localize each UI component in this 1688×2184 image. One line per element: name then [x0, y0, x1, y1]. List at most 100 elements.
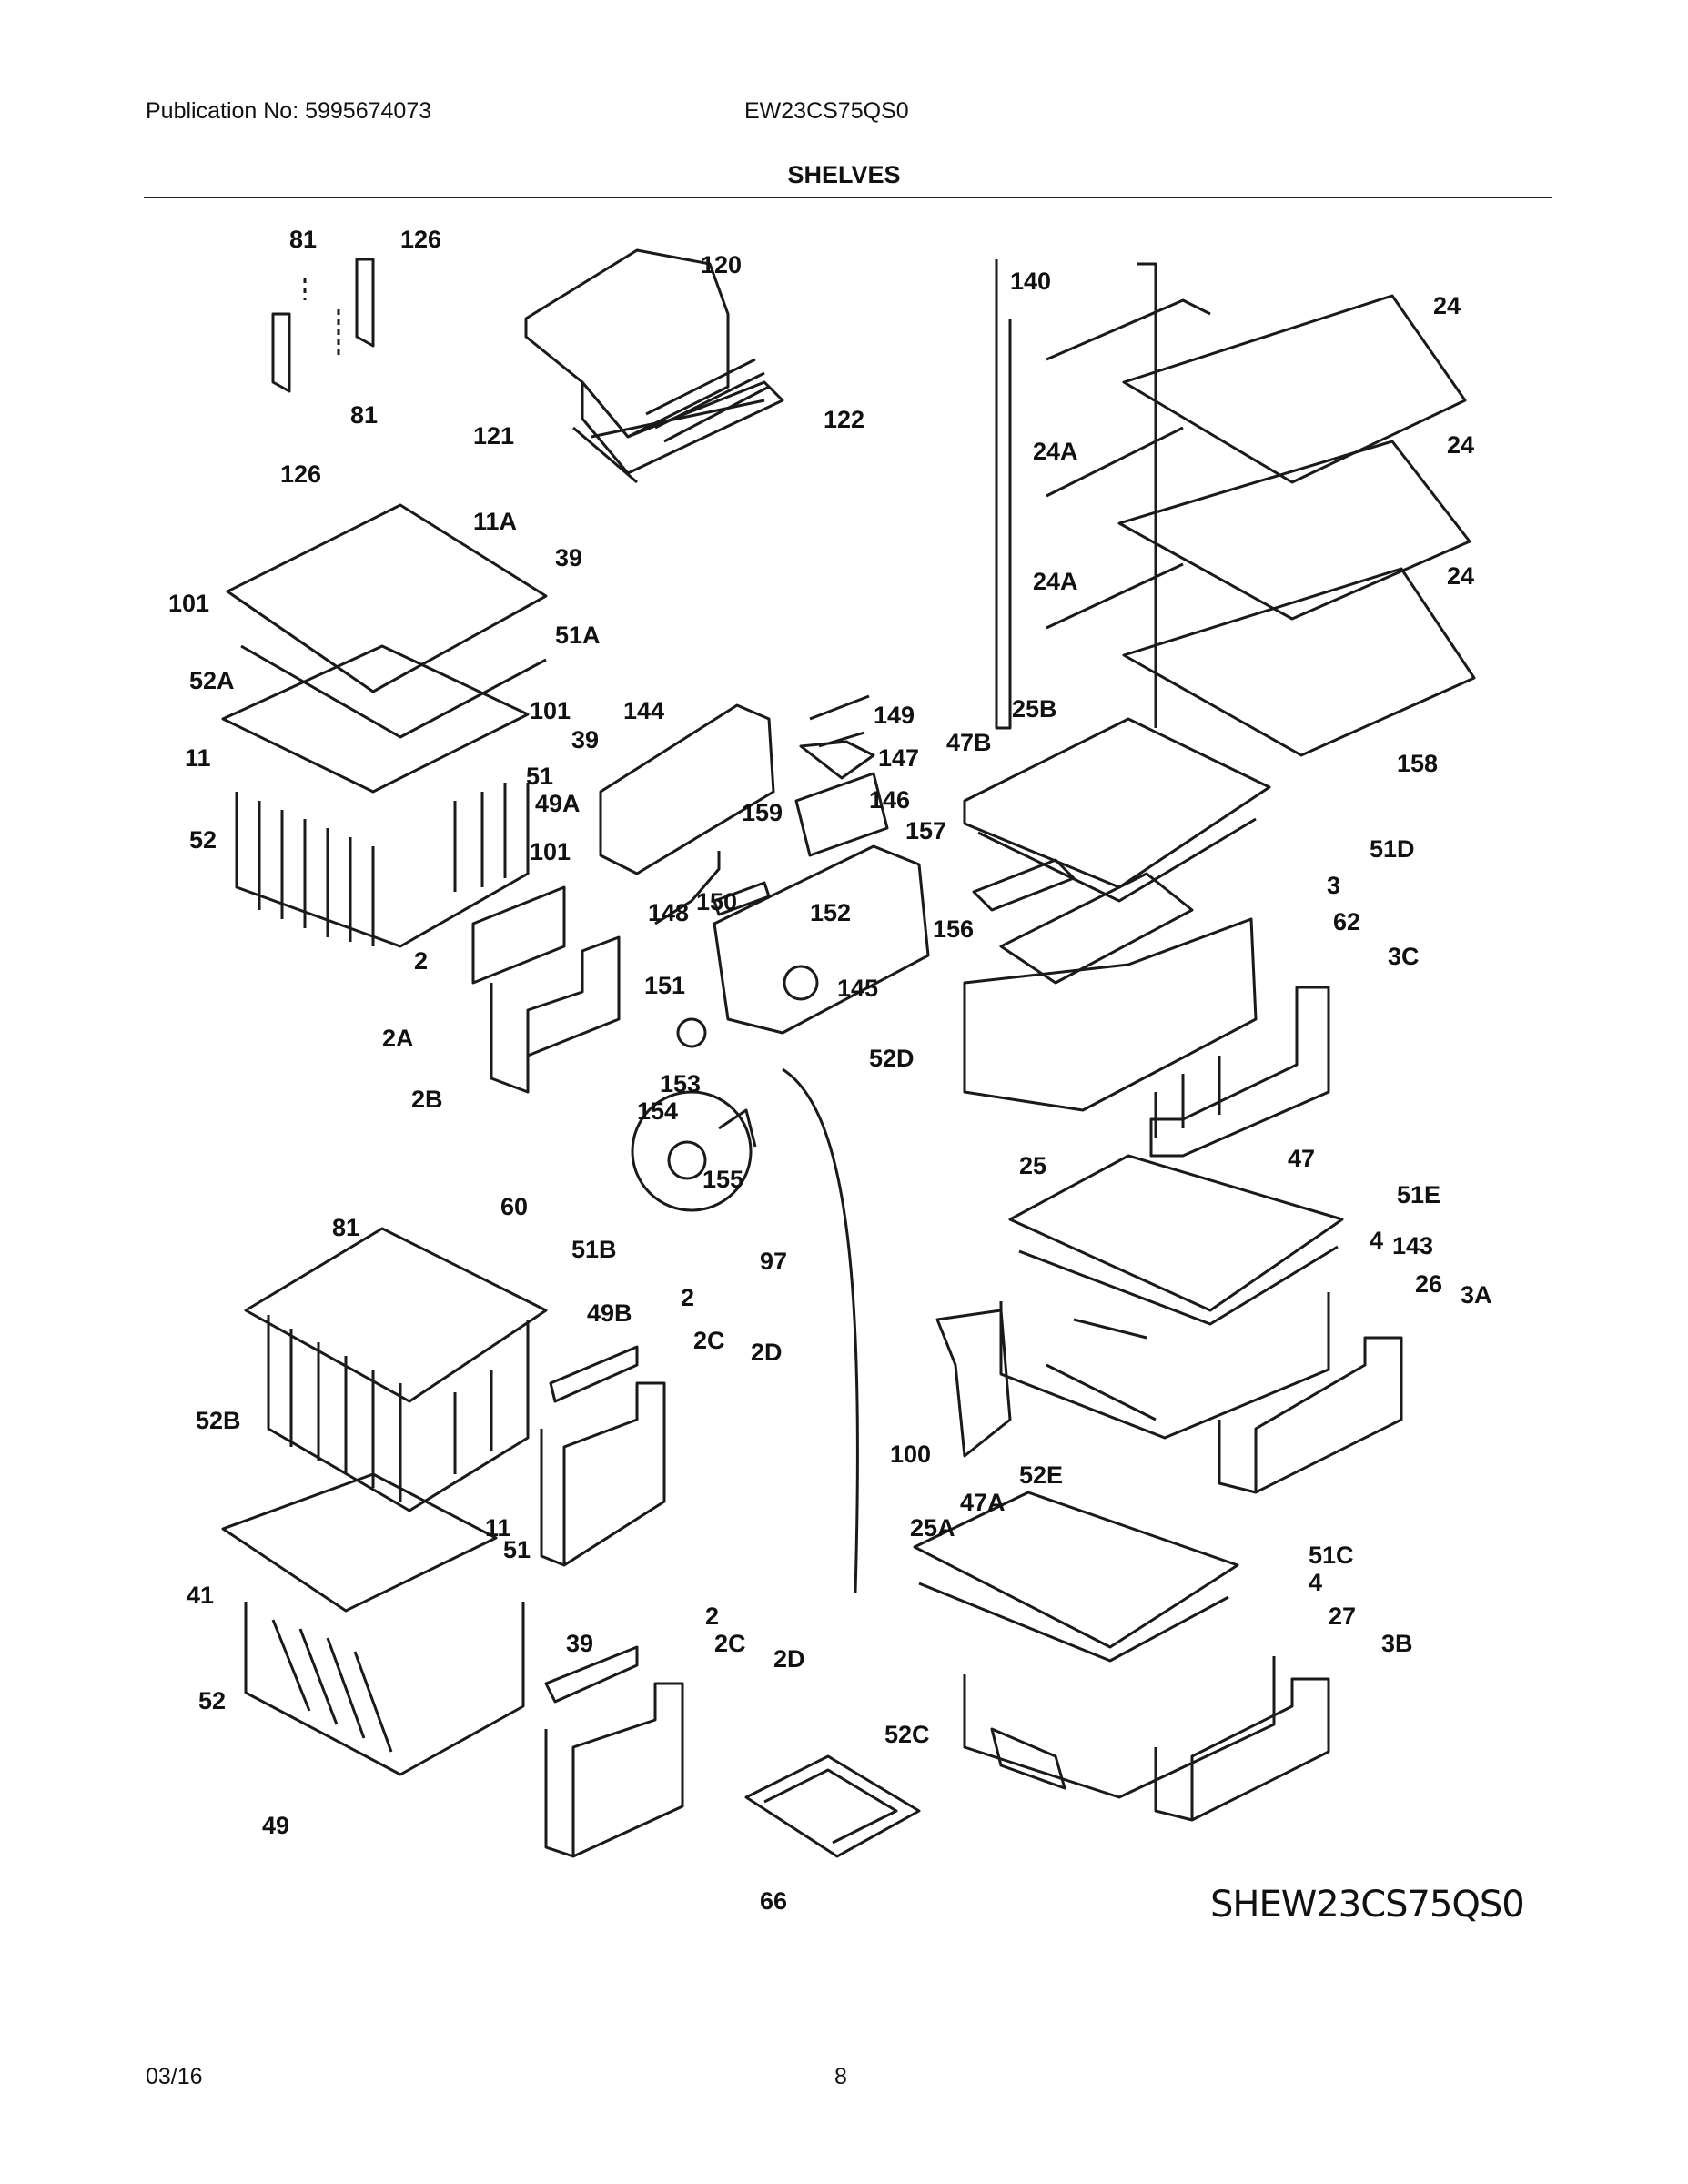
callout-24a: 24A [1033, 568, 1078, 595]
callout-51d: 51D [1370, 835, 1415, 863]
ice-dispenser-parts [599, 694, 930, 1593]
callout-39: 39 [555, 544, 582, 571]
figure-id: SHEW23CS75QS0 [1210, 1884, 1525, 1926]
callout-60: 60 [500, 1193, 528, 1220]
upper-freezer-shelves [221, 503, 621, 1094]
callout-149: 149 [874, 702, 915, 729]
callout-52d: 52D [869, 1045, 915, 1072]
callout-154: 154 [637, 1097, 678, 1125]
callout-150: 150 [696, 888, 737, 915]
callout-140: 140 [1010, 268, 1051, 295]
callout-39: 39 [566, 1630, 593, 1657]
header-divider [144, 197, 1552, 198]
callout-4: 4 [1309, 1569, 1322, 1596]
callout-66: 66 [760, 1887, 787, 1915]
callout-51e: 51E [1397, 1181, 1440, 1208]
page-number: 8 [834, 2064, 847, 2089]
callout-2: 2 [681, 1284, 694, 1311]
callout-81: 81 [350, 401, 378, 429]
callout-120: 120 [701, 251, 742, 278]
callout-49b: 49B [587, 1299, 632, 1327]
model-number: EW23CS75QS0 [744, 98, 909, 124]
callout-47: 47 [1288, 1145, 1315, 1172]
callout-101: 101 [168, 590, 209, 617]
callout-52e: 52E [1019, 1461, 1063, 1489]
footer-date: 03/16 [146, 2064, 203, 2089]
fresh-food-shelves-lower [913, 1154, 1403, 1822]
callout-4: 4 [1370, 1227, 1383, 1254]
callout-labels: 81 126 81 126 120 121 122 140 24 24A 24 … [168, 226, 1492, 1915]
callout-151: 151 [644, 972, 685, 999]
callout-25b: 25B [1012, 695, 1057, 723]
callout-145: 145 [837, 975, 878, 1002]
callout-3: 3 [1327, 872, 1340, 899]
callout-159: 159 [742, 799, 783, 826]
callout-25: 25 [1019, 1152, 1046, 1179]
callout-126: 126 [280, 460, 321, 488]
callout-11: 11 [185, 744, 211, 772]
callout-27: 27 [1329, 1603, 1356, 1630]
callout-52: 52 [189, 826, 217, 854]
callout-121: 121 [473, 422, 514, 450]
callout-156: 156 [933, 915, 974, 943]
callout-2d: 2D [773, 1645, 805, 1673]
callout-24: 24 [1433, 292, 1461, 319]
callout-24: 24 [1447, 431, 1474, 459]
callout-101: 101 [530, 838, 571, 865]
callout-122: 122 [824, 406, 864, 433]
callout-2: 2 [705, 1603, 719, 1630]
callout-148: 148 [648, 899, 689, 926]
callout-52b: 52B [196, 1407, 241, 1434]
part-120-cover [524, 248, 784, 484]
callout-3c: 3C [1388, 943, 1420, 970]
callout-49: 49 [262, 1812, 289, 1839]
bracket-part-126 [271, 258, 375, 393]
callout-97: 97 [760, 1248, 787, 1275]
callout-24: 24 [1447, 562, 1474, 590]
callout-24a: 24A [1033, 438, 1078, 465]
callout-41: 41 [187, 1582, 214, 1609]
callout-52: 52 [198, 1687, 226, 1714]
callout-51a: 51A [555, 622, 601, 649]
callout-81: 81 [332, 1214, 359, 1241]
callout-101: 101 [530, 697, 571, 724]
callout-25a: 25A [910, 1514, 955, 1542]
callout-153: 153 [660, 1070, 701, 1097]
callout-158: 158 [1397, 750, 1438, 777]
callout-3b: 3B [1381, 1630, 1413, 1657]
callout-26: 26 [1415, 1270, 1442, 1298]
callout-126: 126 [400, 226, 441, 253]
section-title: SHELVES [787, 161, 901, 188]
callout-51: 51 [526, 763, 553, 790]
callout-47a: 47A [960, 1489, 1006, 1516]
callout-51c: 51C [1309, 1542, 1354, 1569]
callout-152: 152 [810, 899, 851, 926]
callout-62: 62 [1333, 908, 1360, 935]
callout-2c: 2C [714, 1630, 746, 1657]
callout-39: 39 [571, 726, 599, 753]
callout-100: 100 [890, 1441, 931, 1468]
callout-81: 81 [289, 226, 317, 253]
callout-2d: 2D [751, 1339, 783, 1366]
callout-157: 157 [905, 817, 946, 844]
callout-51: 51 [503, 1536, 531, 1563]
callout-3a: 3A [1461, 1281, 1492, 1309]
callout-49a: 49A [535, 790, 581, 817]
lower-freezer-baskets [221, 1227, 921, 1858]
callout-2a: 2A [382, 1025, 414, 1052]
publication-number: Publication No: 5995674073 [146, 98, 432, 124]
callout-146: 146 [869, 786, 910, 814]
callout-2c: 2C [693, 1327, 725, 1354]
callout-47b: 47B [946, 729, 992, 756]
callout-155: 155 [702, 1166, 743, 1193]
callout-52c: 52C [884, 1721, 930, 1748]
callout-11: 11 [485, 1514, 511, 1542]
callout-2b: 2B [411, 1086, 443, 1113]
callout-2: 2 [414, 947, 428, 975]
fresh-food-shelves-upper [963, 259, 1476, 1158]
callout-143: 143 [1392, 1232, 1433, 1259]
callout-11a: 11A [473, 508, 517, 535]
callout-147: 147 [878, 744, 919, 772]
callout-144: 144 [623, 697, 664, 724]
